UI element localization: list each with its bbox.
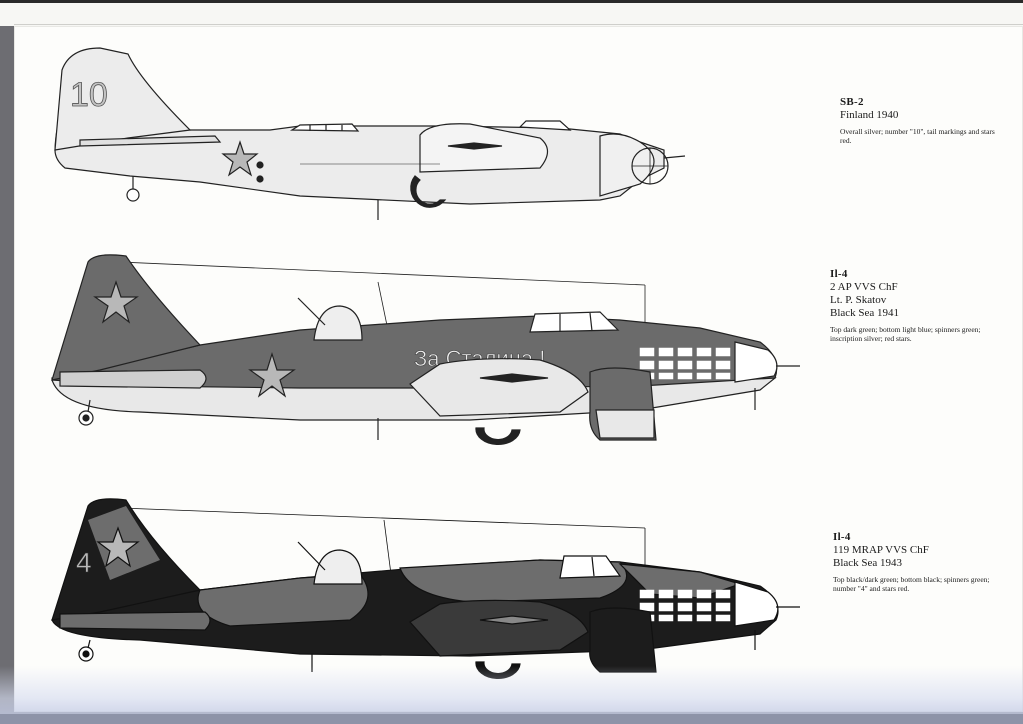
caption-line: Finland 1940 [840,109,899,121]
caption-title: Il-4 [833,531,851,543]
caption-description: Top black/dark green; bottom black; spin… [833,575,990,593]
caption-sb2: SB-2 Finland 1940 Overall silver; number… [840,96,1000,145]
caption-description: Top dark green; bottom light blue; spinn… [830,325,981,343]
caption-title: SB-2 [840,96,864,108]
nose-windows [639,347,731,380]
caption-description: Overall silver; number "10", tail markin… [840,127,995,145]
scan-bottom-edge [0,714,1023,724]
caption-il4-1943: Il-4 119 MRAP VVS ChF Black Sea 1943 Top… [833,531,993,593]
caption-line: 2 AP VVS ChF [830,281,898,293]
page-top-margin [0,0,1023,26]
caption-line: Black Sea 1943 [833,557,903,569]
caption-il4-1941: Il-4 2 AP VVS ChF Lt. P. Skatov Black Se… [830,268,990,343]
page-border [14,24,1023,25]
scan-edge [0,0,1023,3]
sb2-profile: 10 [54,47,686,220]
caption-title: Il-4 [830,268,848,280]
caption-line: Lt. P. Skatov [830,294,887,306]
il4-1941-profile: За Сталина ! [51,254,800,445]
tail-number-4: 4 [76,547,92,578]
il4-1943-profile: 4 [51,498,800,679]
caption-line: 119 MRAP VVS ChF [833,544,929,556]
caption-line: Black Sea 1941 [830,307,900,319]
tail-number-10: 10 [70,76,108,114]
nose-windows-1943 [639,589,731,622]
